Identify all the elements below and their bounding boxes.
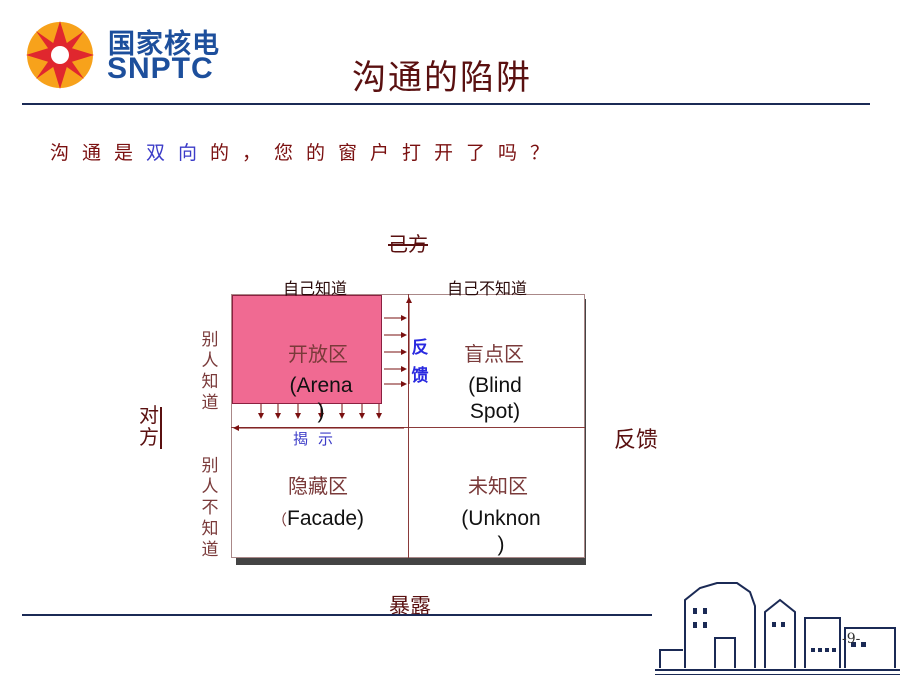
- other-side-bar: [160, 407, 162, 449]
- matrix-horizontal-divider: [231, 427, 585, 428]
- row-header-others-dont-know: 别 人 不 知 道: [200, 456, 220, 561]
- quadrant-unknown-en: (Unknon ): [461, 507, 541, 556]
- subtitle-highlight: 双向: [146, 142, 211, 164]
- row1-char: 人: [201, 351, 219, 371]
- column-header-self-unknown: 自己不知道: [447, 279, 528, 298]
- column-header-self-known: 自己知道: [283, 279, 348, 298]
- feedback-char: 反: [411, 338, 429, 358]
- other-side-label: 对 方: [138, 404, 160, 448]
- row1-char: 知: [201, 372, 219, 392]
- row2-char: 人: [201, 477, 219, 497]
- feedback-char: 馈: [411, 366, 429, 386]
- other-side-char: 方: [139, 425, 159, 449]
- matrix-vertical-divider: [408, 294, 409, 558]
- row2-char: 别: [201, 456, 219, 476]
- logo-english-name: SNPTC: [107, 52, 214, 85]
- quadrant-blind-en: (Blind Spot): [468, 374, 522, 423]
- page-number: -9-: [842, 631, 861, 647]
- open-area-highlight: [232, 295, 382, 404]
- feedback-vertical-label: 反 馈: [410, 334, 430, 390]
- my-side-label: 己方: [388, 232, 428, 256]
- logo-chinese-name: 国家核电: [108, 29, 220, 60]
- row2-char: 道: [201, 540, 219, 560]
- quadrant-hidden-paren: （: [272, 511, 288, 529]
- arrows-graphic: [233, 297, 412, 431]
- quadrant-open-en: (Arena ): [289, 374, 353, 423]
- header-divider: [22, 103, 870, 105]
- page-title: 沟通的陷阱: [352, 58, 532, 98]
- row-header-others-know: 别 人 知 道: [200, 330, 220, 414]
- subtitle: 沟通是双向的，您的窗户打开了吗？: [50, 138, 562, 165]
- footer-divider: [22, 614, 652, 616]
- quadrant-hidden-en-wrap: （Facade): [272, 506, 364, 532]
- quadrant-unknown-cn: 未知区: [468, 474, 528, 498]
- snptc-logo-icon: [26, 21, 94, 89]
- row2-char: 知: [201, 519, 219, 539]
- row1-char: 道: [201, 393, 219, 413]
- quadrant-open-cn: 开放区: [288, 342, 348, 366]
- quadrant-blind-cn: 盲点区: [464, 342, 524, 366]
- feedback-label: 反馈: [614, 428, 659, 453]
- other-side-char: 对: [139, 403, 159, 427]
- reveal-label: 揭示: [293, 430, 344, 448]
- power-plant-illustration-icon: [655, 582, 900, 675]
- subtitle-part1: 沟通是: [50, 142, 147, 164]
- row2-char: 不: [201, 498, 219, 518]
- quadrant-hidden-en: Facade): [287, 507, 365, 530]
- row1-char: 别: [201, 330, 219, 350]
- subtitle-part3: 的，您的窗户打开了吗？: [210, 142, 563, 164]
- quadrant-hidden-cn: 隐藏区: [288, 474, 348, 498]
